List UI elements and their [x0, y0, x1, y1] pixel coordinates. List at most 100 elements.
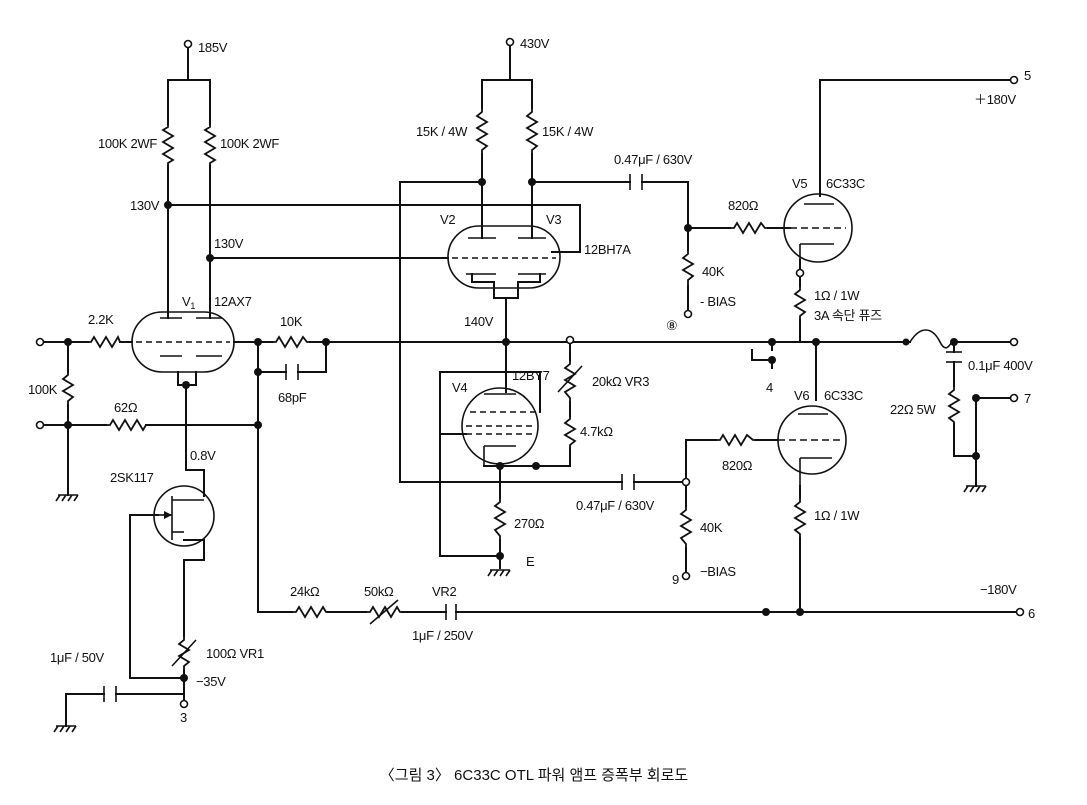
resistor-40k-bot — [679, 506, 693, 548]
label-10k: 10K — [280, 314, 303, 329]
fuse-symbol — [909, 329, 953, 349]
label-40k-top: 40K — [702, 264, 725, 279]
label-v1: V1 — [182, 294, 195, 311]
label-vr2: VR2 — [432, 584, 456, 599]
label-0-1uf: 0.1μF 400V — [968, 358, 1033, 373]
resistor-4-7k — [563, 416, 577, 448]
tube-v5 — [783, 193, 853, 263]
label-68pf: 68pF — [278, 390, 307, 405]
tube-v2-v3 — [447, 225, 561, 289]
vr1-arrow — [171, 639, 197, 667]
vr3-arrow — [557, 365, 583, 393]
resistor-1ohm-bot — [793, 498, 807, 538]
label-40k-bot: 40K — [700, 520, 723, 535]
label-50k: 50kΩ — [364, 584, 394, 599]
label-1ohm-bot: 1Ω / 1W — [814, 508, 860, 523]
label-e: E — [526, 554, 535, 569]
label-terminal-3: 3 — [180, 710, 187, 725]
resistor-10k — [272, 335, 310, 349]
resistor-270 — [493, 498, 507, 540]
label-terminal-4: 4 — [766, 380, 773, 395]
resistor-62 — [106, 418, 147, 432]
label-185v: 185V — [198, 40, 228, 55]
resistor-820-top — [730, 221, 768, 235]
resistor-100k-2wf-left — [161, 124, 175, 166]
label-plus-180v: ＋180V — [974, 92, 1016, 107]
label-100k-2wf-left: 100K 2WF — [98, 136, 157, 151]
label-v3: V3 — [546, 212, 561, 227]
label-v4: V4 — [452, 380, 467, 395]
tube-v6 — [777, 405, 847, 486]
resistor-50k-vr2 — [366, 605, 402, 619]
resistor-24k — [292, 605, 328, 619]
label-minus-180v: −180V — [980, 582, 1017, 597]
label-2-2k: 2.2K — [88, 312, 114, 327]
label-820-top: 820Ω — [728, 198, 759, 213]
resistor-15k-left — [475, 108, 489, 154]
figure-caption: 〈그림 3〉 6C33C OTL 파워 앰프 증폭부 회로도 — [380, 767, 689, 784]
label-1uf-50v: 1μF / 50V — [50, 650, 105, 665]
label-62ohm: 62Ω — [114, 400, 138, 415]
label-820-bot: 820Ω — [722, 458, 753, 473]
label-1ohm-fuse: 1Ω / 1W — [814, 288, 860, 303]
label-terminal-8: ⑧ — [666, 318, 677, 333]
label-bias-bot: −BIAS — [700, 564, 736, 579]
label-vr3: 20kΩ VR3 — [592, 374, 649, 389]
resistor-100k-2wf-right — [203, 124, 217, 166]
fet-2sk117 — [153, 485, 215, 547]
label-130v-b: 130V — [214, 236, 244, 251]
label-12ax7: 12AX7 — [214, 294, 252, 309]
tube-v1 — [131, 311, 235, 373]
capacitors — [103, 174, 962, 702]
label-4-7k: 4.7kΩ — [580, 424, 613, 439]
resistor-2-2k — [88, 334, 121, 349]
wires — [39, 43, 1019, 727]
resistor-100k — [61, 372, 75, 405]
label-15k-right: 15K / 4W — [542, 124, 594, 139]
label-24k: 24kΩ — [290, 584, 320, 599]
label-430v: 430V — [520, 36, 550, 51]
resistors — [61, 108, 961, 670]
resistor-15k-right — [525, 108, 539, 154]
resistor-1ohm-fuse — [793, 286, 807, 320]
label-terminal-5: 5 — [1024, 68, 1031, 83]
label-v5: V5 — [792, 176, 807, 191]
label-cap-047-top: 0.47μF / 630V — [614, 152, 693, 167]
label-2sk117: 2SK117 — [110, 470, 154, 485]
label-vr1: 100Ω VR1 — [206, 646, 264, 661]
label-22ohm-5w: 22Ω 5W — [890, 402, 937, 417]
label-0-8v: 0.8V — [190, 448, 216, 463]
label-terminal-6: 6 — [1028, 606, 1035, 621]
label-bias-top: - BIAS — [700, 294, 736, 309]
label-15k-left: 15K / 4W — [416, 124, 468, 139]
junction-dots — [64, 178, 980, 682]
label-v2: V2 — [440, 212, 455, 227]
resistor-820-bot — [716, 433, 756, 447]
label-270ohm: 270Ω — [514, 516, 545, 531]
label-v6-type: 6C33C — [824, 388, 863, 403]
resistor-22-5w — [947, 386, 961, 424]
label-12bh7a: 12BH7A — [584, 242, 631, 257]
label-100k: 100K — [28, 382, 58, 397]
label-130v-a: 130V — [130, 198, 160, 213]
tube-v4 — [461, 387, 540, 466]
label-fuse: 3A 속단 퓨즈 — [814, 308, 882, 323]
label-12by7: 12BY7 — [512, 368, 550, 383]
labels: 185V 430V 100K 2WF 100K 2WF 130V 130V V1… — [28, 36, 1035, 725]
open-terminals — [35, 37, 1025, 709]
label-v5-type: 6C33C — [826, 176, 865, 191]
resistor-vr3 — [563, 360, 577, 402]
label-minus-35v: −35V — [196, 674, 226, 689]
ground-symbols — [53, 485, 987, 733]
resistor-40k-top — [681, 250, 695, 286]
label-100k-2wf-right: 100K 2WF — [220, 136, 279, 151]
label-cap-047-bot: 0.47μF / 630V — [576, 498, 655, 513]
label-terminal-7: 7 — [1024, 391, 1031, 406]
label-v6: V6 — [794, 388, 809, 403]
label-terminal-9: 9 — [672, 572, 679, 587]
vr2-arrow — [369, 599, 399, 625]
label-1uf-250v: 1μF / 250V — [412, 628, 473, 643]
label-140v: 140V — [464, 314, 494, 329]
